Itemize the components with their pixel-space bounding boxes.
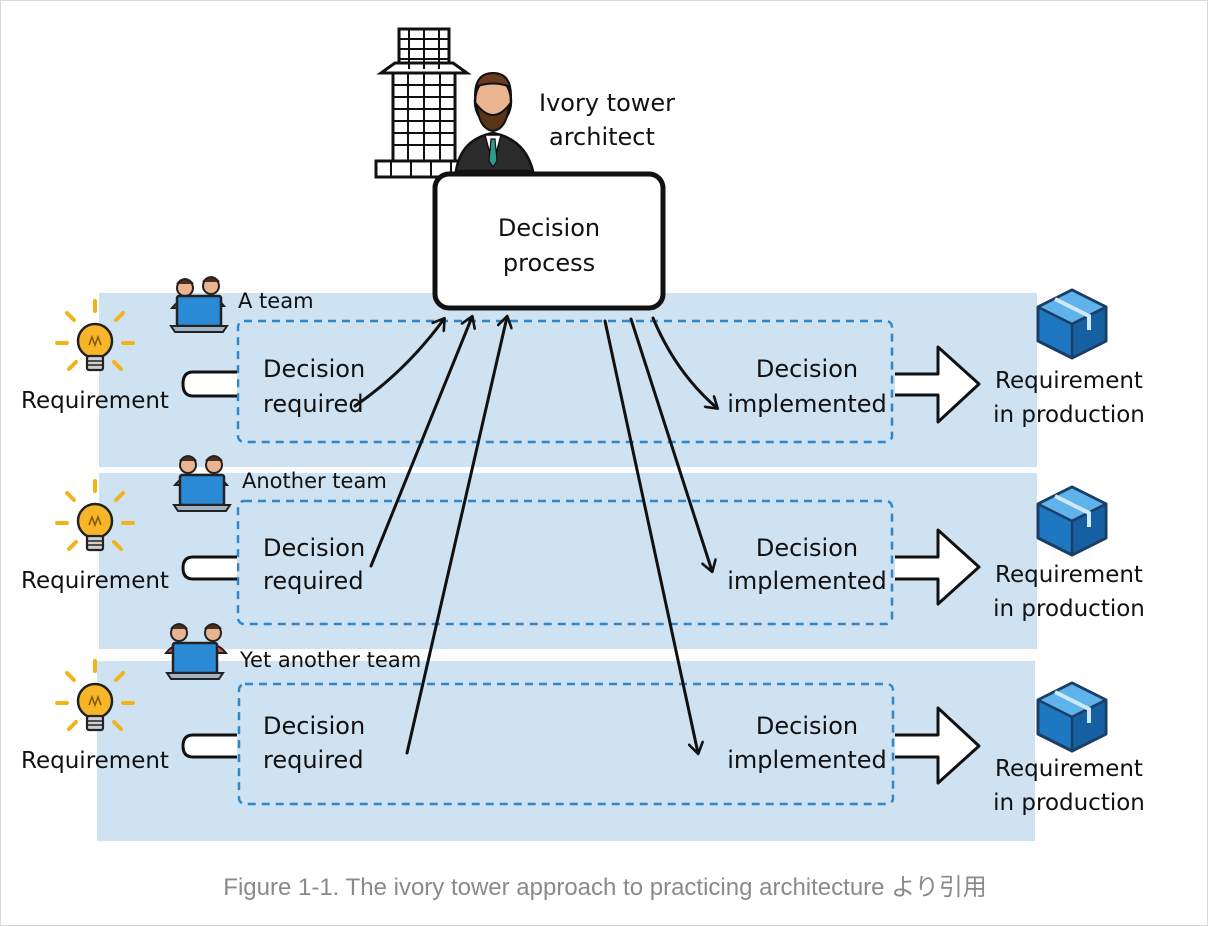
team-label: A team [238,289,314,313]
decision-required-line1: Decision [263,355,365,383]
arrow-decision-lane-2 [629,317,712,571]
requirement-label: Requirement [21,748,169,774]
lane-1: Requirement A team Decision required Dec… [21,276,1145,428]
architect-label-line2: architect [549,123,655,151]
arrow-decision-lane-1 [651,316,717,408]
decision-implemented-line1: Decision [756,534,858,562]
arrow-request-lane-3 [405,317,507,755]
production-line1: Requirement [995,756,1143,782]
figure-caption: Figure 1-1. The ivory tower approach to … [223,874,987,901]
decision-required-line1: Decision [263,712,365,740]
team-label: Yet another team [239,648,421,672]
production-arrow [895,345,981,424]
production-line2: in production [993,596,1145,622]
production-arrow [895,528,981,606]
package-box-icon [1036,485,1108,557]
lane-background-3 [97,661,1035,841]
architect-label-line1: Ivory tower [539,89,675,117]
production-line2: in production [993,790,1145,816]
decision-required-line2: required [263,567,364,595]
production-line1: Requirement [995,368,1143,394]
arrow-decision-lane-3 [603,319,698,753]
requirement-connector [181,555,237,581]
decision-implemented-line2: implemented [727,390,886,418]
package-box-icon [1036,681,1108,753]
architect-person-icon [454,71,535,173]
team-boundary-1 [236,319,894,444]
team-laptop-icon [169,276,229,334]
team-label: Another team [242,469,387,493]
lane-background-2 [99,473,1037,649]
package-box-icon [1036,288,1108,360]
decision-required-line2: required [263,746,364,774]
decision-required-line2: required [263,390,364,418]
production-line2: in production [993,402,1145,428]
decision-implemented-line1: Decision [756,355,858,383]
arrow-request-lane-1 [353,319,444,408]
decision-implemented-line1: Decision [756,712,858,740]
ivory-tower-icon [374,27,472,179]
decision-implemented-line2: implemented [727,746,886,774]
arrow-request-lane-2 [369,317,472,568]
lane-3: Requirement Yet another team Decision re… [21,623,1145,816]
decision-process-line2: process [503,249,595,277]
requirement-connector [181,370,237,398]
decision-process-box [432,171,666,311]
requirement-label: Requirement [21,568,169,594]
team-boundary-2 [236,499,894,626]
decision-process-line1: Decision [498,214,600,242]
production-line1: Requirement [995,562,1143,588]
decision-required-line1: Decision [263,534,365,562]
team-boundary-3 [237,682,895,806]
requirement-connector [181,733,237,759]
requirement-label: Requirement [21,388,169,414]
production-arrow [895,706,981,785]
lane-2: Requirement Another team Decision requir… [21,455,1145,622]
decision-implemented-line2: implemented [727,567,886,595]
